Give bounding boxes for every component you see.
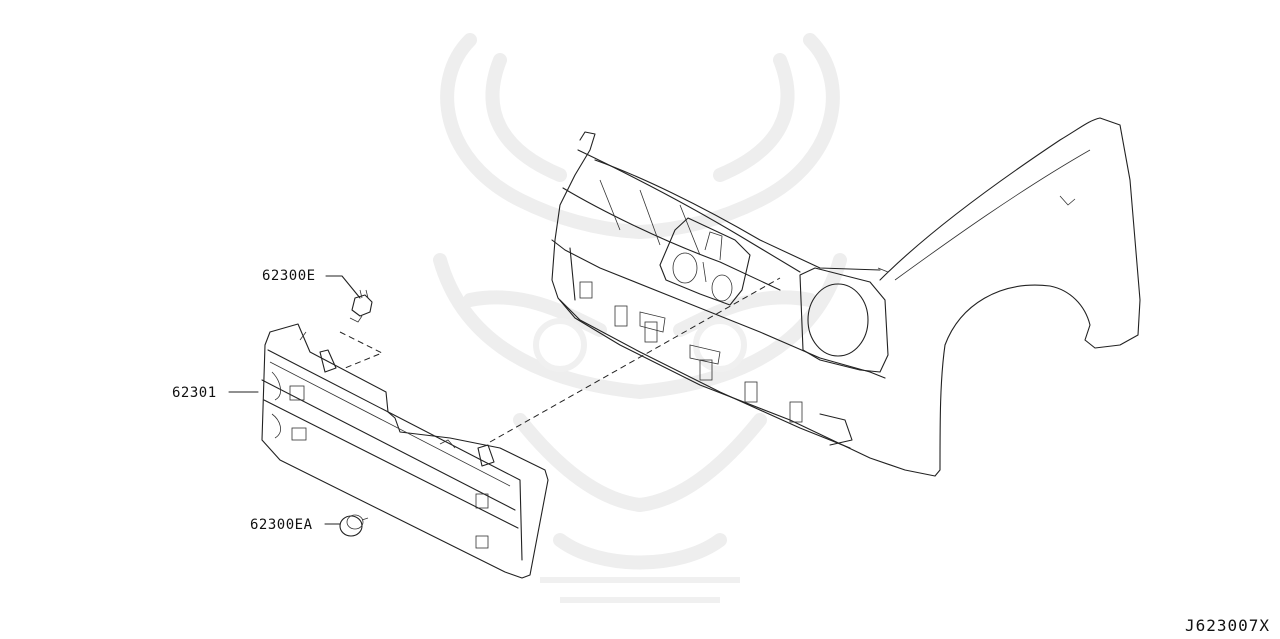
alignment-dashed-lines xyxy=(339,277,781,443)
part-label-grille[interactable]: 62301 xyxy=(172,385,217,401)
diagram-code: J623007X xyxy=(1184,616,1270,635)
part-label-clip[interactable]: 62300E xyxy=(262,268,316,284)
front-bumper-assembly xyxy=(551,117,1141,477)
part-label-grommet[interactable]: 62300EA xyxy=(250,517,313,533)
leader-lines xyxy=(228,275,361,525)
clip-icon xyxy=(349,289,373,323)
samurai-mask-watermark xyxy=(433,33,847,603)
grille-icon xyxy=(261,323,549,579)
grommet-icon xyxy=(339,514,369,537)
